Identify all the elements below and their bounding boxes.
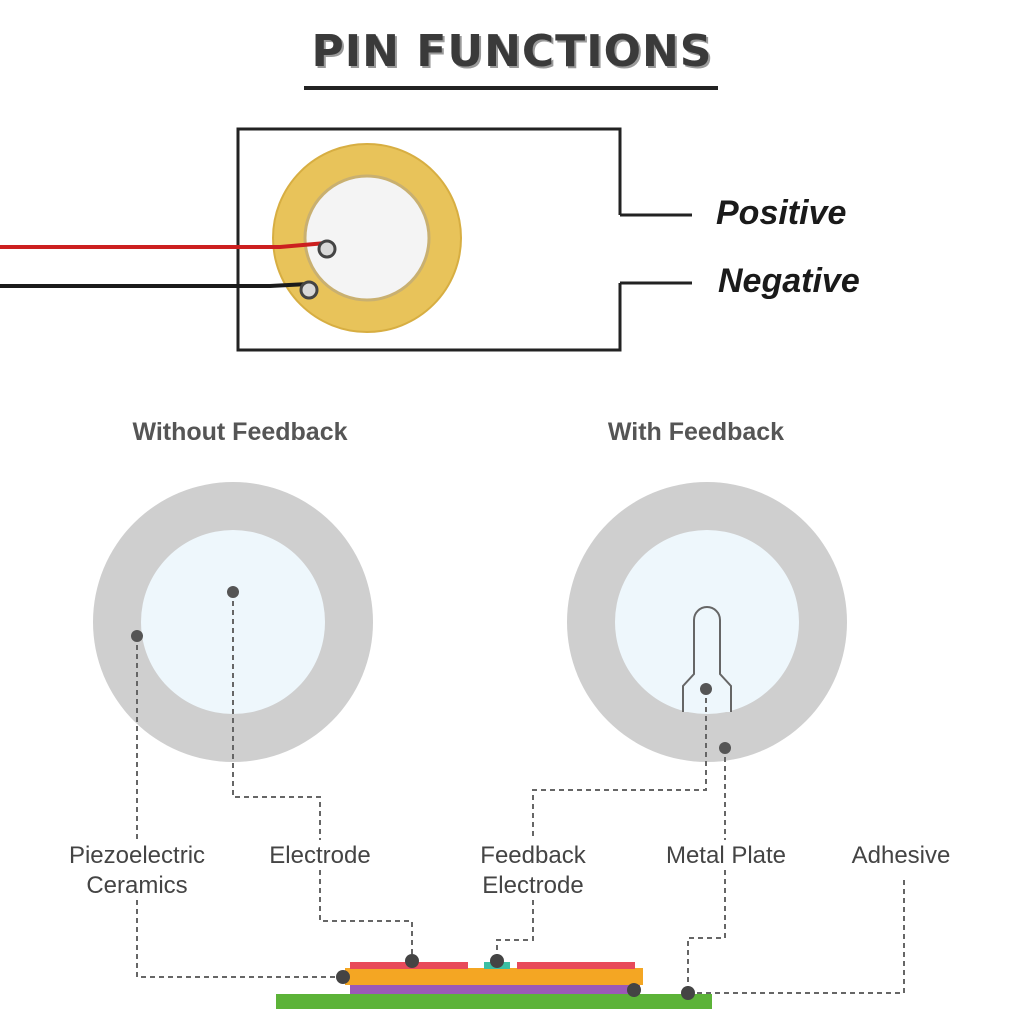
dot-metal-top <box>719 742 731 754</box>
positive-label: Positive <box>716 194 847 232</box>
dot-adhesive-bottom <box>681 986 695 1000</box>
label-metal-plate: Metal Plate <box>665 842 787 869</box>
label-piezoelectric-ceramics: Piezoelectric Ceramics <box>47 841 227 901</box>
pin-connection-box <box>236 127 692 352</box>
layer-orange <box>345 968 643 985</box>
label-piezo-line2: Ceramics <box>86 872 188 899</box>
label-piezo-line1: Piezoelectric <box>68 842 206 869</box>
dot-piezo-top <box>131 630 143 642</box>
leader-metal-plate <box>687 748 726 993</box>
page-title: PIN FUNCTIONS <box>311 26 713 77</box>
dot-electrode-bottom <box>405 954 419 968</box>
heading-with-feedback: With Feedback <box>607 418 785 446</box>
negative-wire <box>0 282 309 288</box>
leader-electrode <box>232 592 413 961</box>
dot-electrode-top <box>227 586 239 598</box>
leader-dots <box>131 586 731 754</box>
leader-lines <box>136 592 905 994</box>
negative-label: Negative <box>718 262 860 300</box>
title-underline <box>304 86 718 90</box>
dot-plate-bottom <box>627 983 641 997</box>
dot-feedback-top <box>700 683 712 695</box>
positive-wire <box>0 241 327 249</box>
dot-feedback-bottom <box>490 954 504 968</box>
label-electrode: Electrode <box>269 842 371 869</box>
heading-without-feedback: Without Feedback <box>132 418 348 446</box>
label-feedback-line2: Electrode <box>482 872 584 899</box>
label-feedback-line1: Feedback <box>480 842 586 869</box>
layer-purple <box>350 985 640 994</box>
stack-dots <box>336 954 695 1000</box>
layer-green <box>276 994 712 1009</box>
feedback-electrode-tab <box>682 606 732 712</box>
leader-feedback <box>496 689 707 961</box>
layer-red-right <box>517 962 635 969</box>
leader-adhesive <box>690 880 905 994</box>
positive-solder-joint <box>317 239 337 259</box>
negative-solder-joint <box>299 280 319 300</box>
leader-piezo <box>136 636 343 978</box>
dot-piezo-bottom <box>336 970 350 984</box>
ceramic-disc <box>303 174 431 302</box>
label-feedback-electrode: Feedback Electrode <box>458 841 608 901</box>
label-adhesive: Adhesive <box>851 842 951 869</box>
